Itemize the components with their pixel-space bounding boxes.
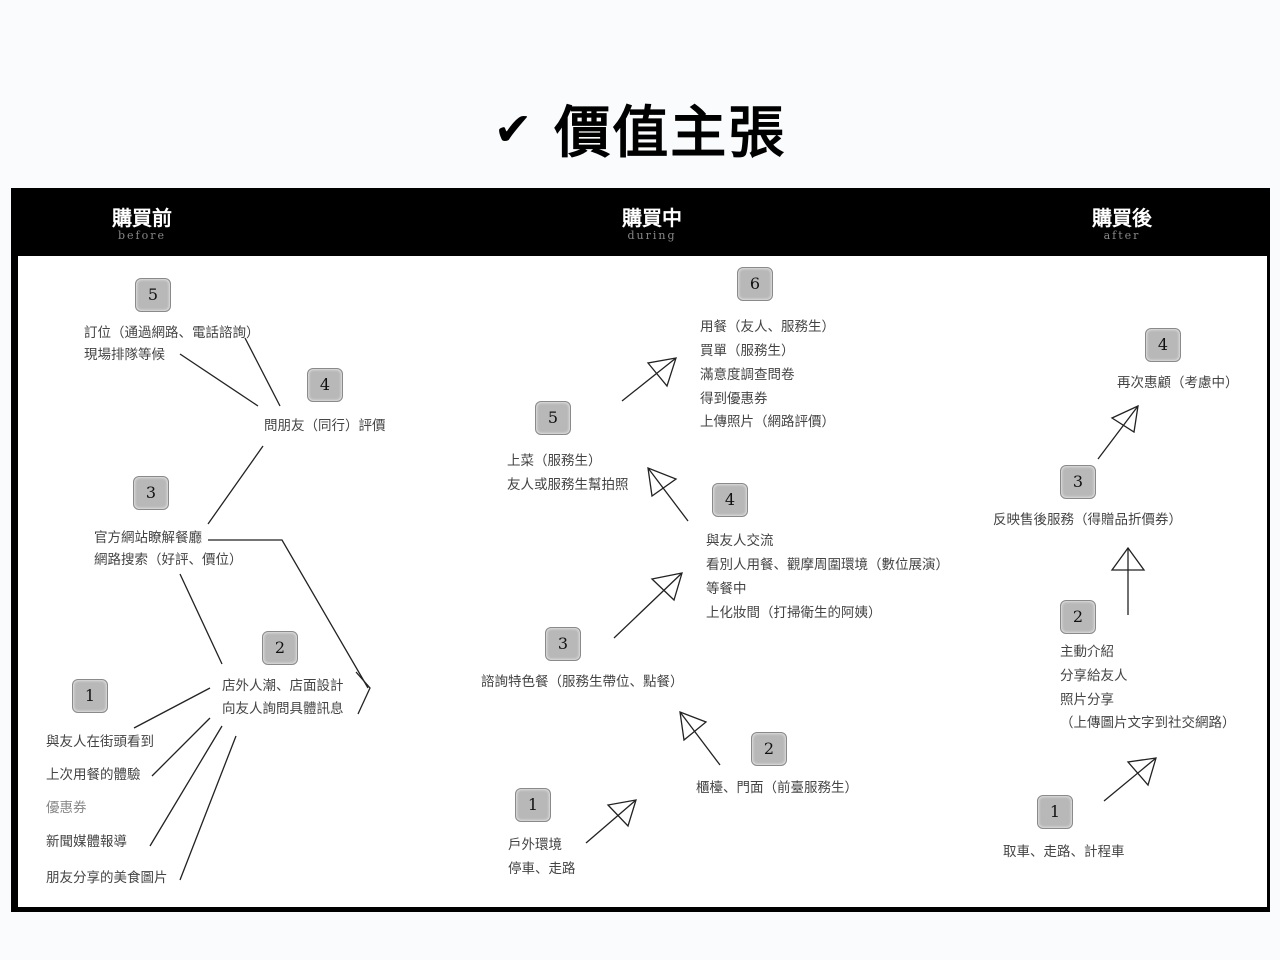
step-badge: 2 (262, 631, 298, 665)
step-text: 上菜（服務生） (507, 453, 602, 469)
step-text: 櫃檯、門面（前臺服務生） (696, 780, 858, 796)
step-badge: 4 (1145, 328, 1181, 362)
step-text: 諮詢特色餐（服務生帶位、點餐） (481, 674, 684, 690)
step-text: （上傳圖片文字到社交網路） (1060, 715, 1236, 731)
step-text: 現場排隊等候 (84, 347, 165, 363)
step-text: 問朋友（同行）評價 (264, 418, 386, 434)
phase-after-label: 購買後 (1092, 206, 1152, 230)
step-text: 照片分享 (1060, 692, 1114, 708)
step-badge: 1 (72, 679, 108, 713)
title-text: 價值主張 (554, 101, 787, 166)
step-badge: 3 (545, 627, 581, 661)
phase-during-sublabel: during (627, 229, 677, 242)
step-text: 店外人潮、店面設計 (222, 678, 344, 694)
step-text: 取車、走路、計程車 (1003, 844, 1125, 860)
checkmark-icon: ✔ (493, 101, 533, 156)
step-text: 向友人詢問具體訊息 (222, 701, 344, 717)
step-text: 友人或服務生幫拍照 (507, 477, 629, 493)
step-text: 朋友分享的美食圖片 (46, 870, 168, 886)
step-text: 訂位（通過網路、電話諮詢） (84, 325, 260, 341)
connector-line (149, 725, 223, 847)
phase-during-label: 購買中 (622, 206, 682, 230)
step-badge: 5 (535, 401, 571, 435)
step-text: 上次用餐的體驗 (46, 767, 141, 783)
phase-header-bar (90, 188, 1190, 256)
arrow-icon (1097, 404, 1139, 460)
step-text: 等餐中 (706, 581, 747, 597)
phase-before: 購買前 before (96, 206, 188, 242)
step-text: 新聞媒體報導 (46, 834, 127, 850)
connector-line (355, 671, 371, 715)
step-badge: 4 (307, 368, 343, 402)
phase-before-sublabel: before (117, 229, 166, 242)
step-text: 戶外環境 (508, 837, 562, 853)
step-text: 分享給友人 (1060, 668, 1128, 684)
step-text: 滿意度調查問卷 (700, 367, 795, 383)
arrow-icon (1110, 546, 1146, 615)
phase-during: 購買中 during (606, 206, 698, 242)
step-text: 上傳照片（網路評價） (700, 414, 835, 430)
step-badge: 1 (515, 788, 551, 822)
phase-after-sublabel: after (1103, 229, 1141, 242)
step-text: 優惠券 (46, 800, 87, 816)
step-text: 上化妝間（打掃衛生的阿姨） (706, 605, 882, 621)
arrow-icon (585, 799, 637, 844)
connector-line (244, 337, 281, 407)
step-text: 官方網站瞭解餐廳 (94, 530, 202, 546)
connector-line (207, 445, 264, 525)
page-title: ✔ 價值主張 (0, 88, 1280, 169)
step-text: 與友人交流 (706, 533, 774, 549)
arrow-icon (1103, 757, 1157, 802)
step-badge: 6 (737, 267, 773, 301)
step-text: 看別人用餐、觀摩周圍環境（數位展演） (706, 557, 949, 573)
step-text: 停車、走路 (508, 861, 576, 877)
connector-line (179, 353, 259, 407)
step-badge: 4 (712, 483, 748, 517)
arrow-icon (621, 357, 677, 402)
arrow-icon (647, 466, 689, 522)
step-text: 反映售後服務（得贈品折價券） (993, 512, 1182, 528)
step-text: 再次惠顧（考慮中） (1117, 375, 1239, 391)
arrow-icon (613, 572, 683, 639)
step-badge: 2 (1060, 600, 1096, 634)
phase-before-label: 購買前 (112, 206, 172, 230)
step-badge: 1 (1037, 795, 1073, 829)
connector-line (133, 687, 211, 729)
arrow-icon (679, 710, 721, 766)
step-badge: 3 (133, 476, 169, 510)
connector-line (208, 539, 369, 689)
step-text: 買單（服務生） (700, 343, 795, 359)
step-text: 用餐（友人、服務生） (700, 319, 835, 335)
step-text: 與友人在街頭看到 (46, 734, 154, 750)
connector-line (179, 573, 223, 665)
phase-after: 購買後 after (1076, 206, 1168, 242)
step-badge: 3 (1060, 465, 1096, 499)
connector-line (179, 735, 237, 881)
step-badge: 2 (751, 732, 787, 766)
step-text: 網路搜索（好評、價位） (94, 552, 243, 568)
step-text: 主動介紹 (1060, 644, 1114, 660)
step-text: 得到優惠券 (700, 391, 768, 407)
step-badge: 5 (135, 278, 171, 312)
connector-line (151, 717, 211, 777)
